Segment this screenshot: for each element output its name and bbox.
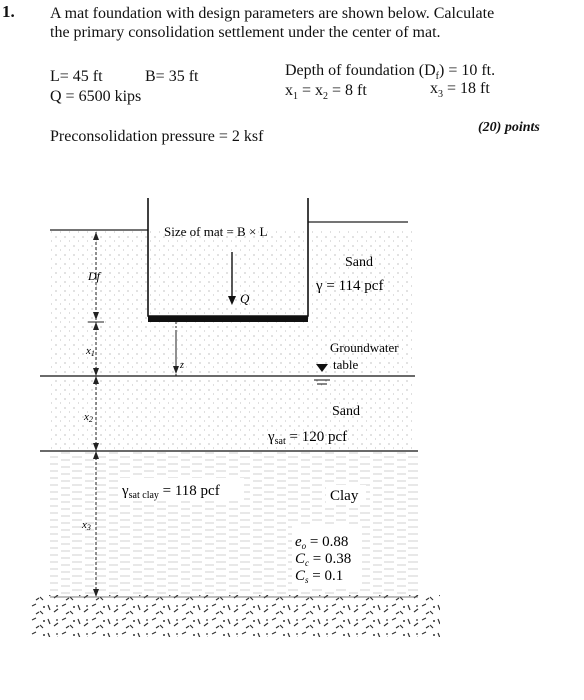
e0-sub: o	[302, 541, 307, 551]
gamma-sat-symbol: γ	[267, 429, 275, 445]
e0-symbol: e	[295, 534, 302, 550]
cc-label: Cc = 0.38	[295, 551, 351, 568]
x1-arrow-bottom	[93, 368, 99, 376]
x2-letter: x	[83, 411, 89, 423]
x1-letter: x	[85, 345, 91, 357]
load-arrow-head	[228, 296, 236, 305]
x2-arrow-top	[93, 376, 99, 384]
question-number: 1.	[2, 2, 15, 21]
load-label: Q	[240, 291, 250, 306]
clay-label-backdrop	[326, 485, 366, 505]
x2-label: x2	[83, 411, 93, 424]
param-x1x2: x1 = x2 = 8 ft	[285, 82, 367, 102]
x1-label: x1	[85, 345, 95, 358]
x3-arrow-bottom	[93, 589, 99, 597]
gamma-top-label: γ = 114 pcf	[315, 278, 383, 294]
groundwater-label-1: Groundwater	[330, 340, 399, 355]
rock-layer	[30, 595, 440, 637]
question-line-1: A mat foundation with design parameters …	[50, 5, 495, 22]
cs-symbol: C	[295, 568, 306, 584]
z-label: z	[179, 360, 184, 371]
x1x2-value: = 8 ft	[328, 82, 367, 99]
param-L: L= 45 ft	[50, 68, 103, 85]
groundwater-symbol	[316, 364, 328, 372]
clay-params-backdrop	[292, 526, 362, 588]
param-Q: Q = 6500 kips	[50, 88, 142, 105]
x2-index: 2	[89, 415, 93, 424]
depth-sub: f	[435, 71, 439, 83]
gamma-sat-label: γsat = 120 pcf	[267, 429, 347, 447]
x1-sub: 1	[293, 91, 298, 103]
gamma-clay-sub: sat clay	[129, 490, 159, 501]
mat-foundation	[148, 316, 308, 322]
x2-arrow-bottom	[93, 443, 99, 451]
cc-symbol: C	[295, 551, 306, 567]
x1-arrow-top	[93, 322, 99, 330]
gamma-clay-value: = 118 pcf	[159, 483, 220, 499]
sand-top-label: Sand	[345, 255, 373, 270]
question-line-2: the primary consolidation settlement und…	[50, 24, 441, 41]
clay-layer	[50, 452, 418, 597]
x3-text: x	[430, 80, 438, 97]
x3-value: = 18 ft	[443, 80, 490, 97]
x1-text: x	[285, 82, 293, 99]
cs-value: = 0.1	[309, 568, 344, 584]
depth-value: ) = 10 ft.	[438, 62, 496, 79]
sand-layer-saturated	[50, 376, 415, 450]
clay-label: Clay	[330, 488, 359, 504]
x2-sub: 2	[323, 91, 329, 103]
gamma-sat-sub: sat	[275, 436, 286, 447]
x3-index: 3	[86, 523, 91, 532]
e0-value: = 0.88	[306, 534, 348, 550]
x3-arrow-top	[93, 451, 99, 459]
sand-mid-label: Sand	[332, 404, 360, 419]
x3-label: x3	[81, 519, 91, 532]
x1-index: 1	[91, 349, 95, 358]
question-text: A mat foundation with design parameters …	[50, 4, 575, 42]
param-x3: x3 = 18 ft	[430, 80, 490, 100]
gamma-sat-value: = 120 pcf	[286, 429, 347, 445]
df-arrow-top	[93, 232, 99, 240]
z-arrow-head	[173, 366, 179, 374]
gamma-clay-symbol: γ	[121, 483, 129, 499]
groundwater-label-2: table	[333, 357, 358, 372]
x2-text: = x	[298, 82, 324, 99]
df-label: Df	[87, 269, 102, 283]
gamma-clay-label: γsat clay = 118 pcf	[121, 483, 220, 501]
depth-text: Depth of foundation (D	[285, 62, 436, 79]
cc-value: = 0.38	[309, 551, 351, 567]
cs-sub: s	[305, 575, 309, 585]
df-arrow-bottom	[93, 312, 99, 320]
x3-sub: 3	[438, 89, 443, 101]
mat-size-label: Size of mat = B × L	[164, 224, 268, 239]
gamma-clay-backdrop	[118, 478, 244, 500]
points-label: (20) points	[478, 120, 540, 135]
cc-sub: c	[305, 558, 309, 568]
param-preconsolidation: Preconsolidation pressure = 2 ksf	[50, 128, 264, 145]
param-B: B= 35 ft	[145, 68, 199, 85]
cs-label: Cs = 0.1	[295, 568, 343, 585]
param-depth: Depth of foundation (Df) = 10 ft.	[285, 62, 495, 82]
e0-label: eo = 0.88	[295, 534, 348, 551]
x3-letter: x	[81, 519, 87, 531]
